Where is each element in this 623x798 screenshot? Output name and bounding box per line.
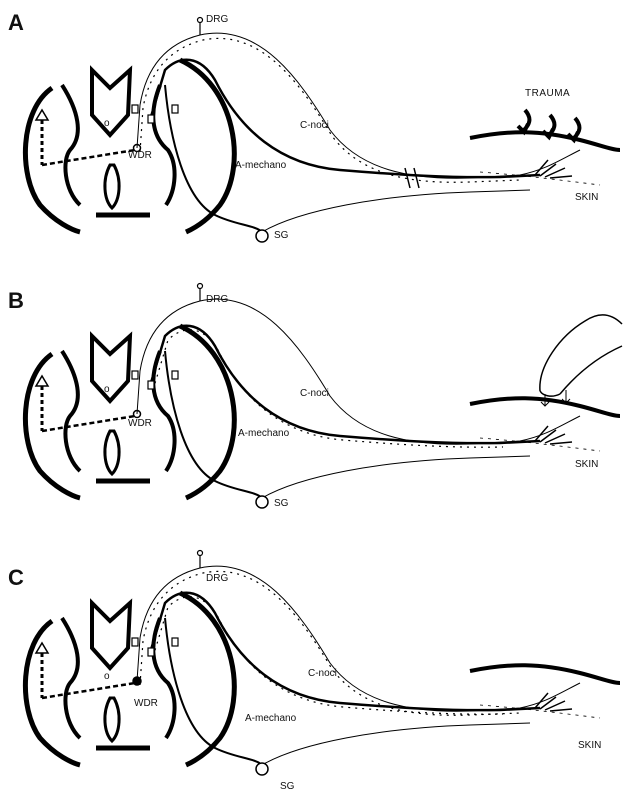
panel-label: A bbox=[8, 10, 24, 36]
o-label: o bbox=[104, 384, 110, 395]
spinal-cord-left-outline bbox=[25, 88, 80, 232]
synapse-icon bbox=[132, 105, 138, 113]
sg-neuron-icon bbox=[256, 230, 268, 242]
c-noci-label: C-noci bbox=[300, 120, 329, 131]
sg-axon bbox=[262, 190, 530, 232]
o-label: o bbox=[104, 118, 110, 129]
ventral-horn bbox=[105, 165, 119, 208]
trauma-arrow-icon bbox=[568, 118, 579, 140]
c-noci-label: C-noci bbox=[300, 388, 329, 399]
wdr-label: WDR bbox=[134, 698, 158, 709]
a-mechano-fiber bbox=[150, 60, 540, 177]
sg-label: SG bbox=[274, 498, 288, 509]
skin-label: SKIN bbox=[575, 459, 598, 470]
skin-surface bbox=[470, 665, 620, 683]
drg-label: DRG bbox=[206, 573, 228, 584]
nerve-endings bbox=[535, 693, 572, 711]
synapse-icon bbox=[172, 371, 178, 379]
ascending-arrow-icon bbox=[36, 376, 48, 386]
wdr-projection bbox=[42, 150, 135, 165]
drg-icon bbox=[198, 18, 203, 23]
sg-label: SG bbox=[280, 781, 294, 792]
spinal-cord-right-outline bbox=[180, 60, 234, 232]
nerve-endings bbox=[535, 160, 572, 178]
panel-label: B bbox=[8, 288, 24, 314]
spinal-cord-right-outline bbox=[180, 593, 234, 765]
sg-neuron-icon bbox=[256, 763, 268, 775]
drg-icon bbox=[198, 284, 203, 289]
gray-matter-left bbox=[62, 618, 80, 738]
synapse-icon bbox=[148, 648, 154, 656]
synapse-icon bbox=[172, 638, 178, 646]
panel-c: C DRG o WDR C-noci A-mechano SG SKIN bbox=[0, 533, 623, 798]
dorsal-horn bbox=[92, 603, 130, 668]
gray-matter-left bbox=[62, 351, 80, 471]
panel-a-diagram bbox=[0, 0, 623, 265]
drg-label: DRG bbox=[206, 14, 228, 25]
drg-label: DRG bbox=[206, 294, 228, 305]
a-mechano-label: A-mechano bbox=[245, 713, 296, 724]
synapse-icon bbox=[132, 371, 138, 379]
trauma-label: TRAUMA bbox=[525, 88, 570, 99]
panel-b: B DRG o WDR C-noci A-mechano SG SKIN bbox=[0, 266, 623, 531]
skin-label: SKIN bbox=[575, 192, 598, 203]
c-noci-fiber bbox=[137, 299, 580, 444]
ventral-horn bbox=[105, 431, 119, 474]
ascending-arrow-icon bbox=[36, 643, 48, 653]
synapse-icon bbox=[132, 638, 138, 646]
a-mechano-fiber bbox=[150, 593, 540, 710]
a-mechano-fiber bbox=[150, 326, 540, 443]
wdr-label: WDR bbox=[128, 150, 152, 161]
synapse-icon bbox=[172, 105, 178, 113]
sg-label: SG bbox=[274, 230, 288, 241]
c-noci-fiber bbox=[137, 33, 580, 178]
skin-label: SKIN bbox=[578, 740, 601, 751]
spinal-cord-left-outline bbox=[25, 354, 80, 498]
nerve-endings bbox=[535, 426, 572, 444]
spinal-cord-left-outline bbox=[25, 621, 80, 765]
drg-icon bbox=[198, 551, 203, 556]
spinal-cord-right-outline bbox=[180, 326, 234, 498]
trauma-arrow-icon bbox=[518, 110, 529, 132]
a-mechano-label: A-mechano bbox=[235, 160, 286, 171]
panel-a: A DRG o WDR C-noci A-mechano SG SKIN TRA… bbox=[0, 0, 623, 265]
c-noci-fiber bbox=[137, 566, 580, 711]
gray-matter-right bbox=[153, 85, 174, 205]
gray-matter-left bbox=[62, 85, 80, 205]
c-noci-label: C-noci bbox=[308, 668, 337, 679]
sg-axon bbox=[262, 723, 530, 765]
c-noci-activity bbox=[140, 38, 520, 182]
a-mechano-label: A-mechano bbox=[238, 428, 289, 439]
dorsal-horn bbox=[92, 70, 130, 135]
ascending-arrow-icon bbox=[36, 110, 48, 120]
wdr-projection bbox=[42, 683, 135, 698]
panel-label: C bbox=[8, 565, 24, 591]
synapse-icon bbox=[148, 381, 154, 389]
sg-neuron-icon bbox=[256, 496, 268, 508]
trauma-arrow-icon bbox=[543, 115, 554, 137]
panel-c-diagram bbox=[0, 533, 623, 798]
ventral-horn bbox=[105, 698, 119, 741]
dorsal-horn bbox=[92, 336, 130, 401]
wdr-label: WDR bbox=[128, 418, 152, 429]
finger-icon bbox=[540, 315, 622, 394]
gray-matter-right bbox=[153, 351, 174, 471]
synapse-icon bbox=[148, 115, 154, 123]
sg-axon bbox=[262, 456, 530, 498]
gray-matter-right bbox=[153, 618, 174, 738]
c-noci-activity bbox=[140, 571, 520, 715]
o-label: o bbox=[104, 671, 110, 682]
wdr-projection bbox=[42, 416, 135, 431]
